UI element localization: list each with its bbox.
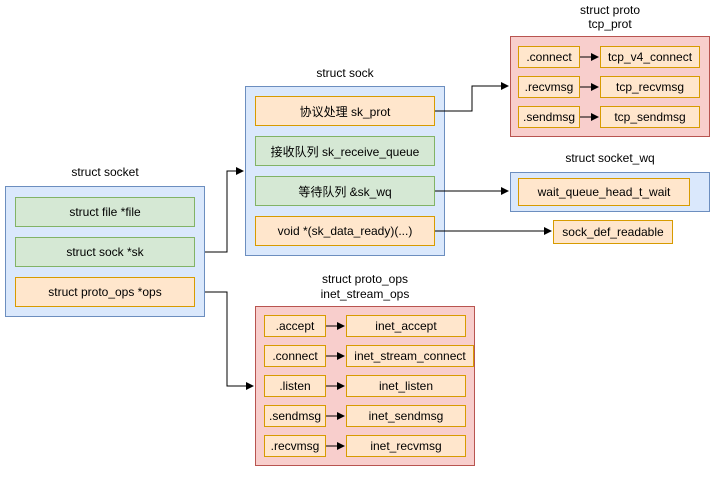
ops-field-connect: .connect <box>264 345 326 367</box>
socket-wq-title: struct socket_wq <box>565 151 655 165</box>
ops-field-sendmsg: .sendmsg <box>264 405 326 427</box>
ops-field-recvmsg: .recvmsg <box>264 435 326 457</box>
socket-wq-field-wait: wait_queue_head_t_wait <box>518 178 690 206</box>
arrow-sk-to-sock <box>205 167 244 253</box>
sock-field-sk-wq: 等待队列 &sk_wq <box>255 176 435 206</box>
ops-field-listen: .listen <box>264 375 326 397</box>
socket-field-sk: struct sock *sk <box>15 237 195 267</box>
ops-func-listen: inet_listen <box>346 375 466 397</box>
socket-title: struct socket <box>71 165 139 179</box>
ops-func-recvmsg: inet_recvmsg <box>346 435 466 457</box>
proto-func-recvmsg: tcp_recvmsg <box>600 76 700 98</box>
proto-title: struct proto <box>579 3 641 17</box>
proto-ops-subtitle: inet_stream_ops <box>320 287 410 301</box>
arrow-ops-to-proto-ops <box>205 291 254 390</box>
ops-func-accept: inet_accept <box>346 315 466 337</box>
sock-field-sk-prot: 协议处理 sk_prot <box>255 96 435 126</box>
socket-field-ops: struct proto_ops *ops <box>15 277 195 307</box>
sock-field-data-ready: void *(sk_data_ready)(...) <box>255 216 435 246</box>
ops-func-sendmsg: inet_sendmsg <box>346 405 466 427</box>
proto-ops-title: struct proto_ops <box>321 272 409 286</box>
sock-title: struct sock <box>316 66 374 80</box>
proto-subtitle: tcp_prot <box>588 17 632 31</box>
sock-def-readable-box: sock_def_readable <box>553 220 673 244</box>
proto-field-recvmsg: .recvmsg <box>518 76 580 98</box>
socket-field-file: struct file *file <box>15 197 195 227</box>
sock-field-receive-queue: 接收队列 sk_receive_queue <box>255 136 435 166</box>
arrow-skprot-to-proto <box>435 82 509 112</box>
ops-field-accept: .accept <box>264 315 326 337</box>
proto-func-connect: tcp_v4_connect <box>600 46 700 68</box>
ops-func-connect: inet_stream_connect <box>346 345 474 367</box>
proto-field-sendmsg: .sendmsg <box>518 106 580 128</box>
proto-func-sendmsg: tcp_sendmsg <box>600 106 700 128</box>
proto-field-connect: .connect <box>518 46 580 68</box>
